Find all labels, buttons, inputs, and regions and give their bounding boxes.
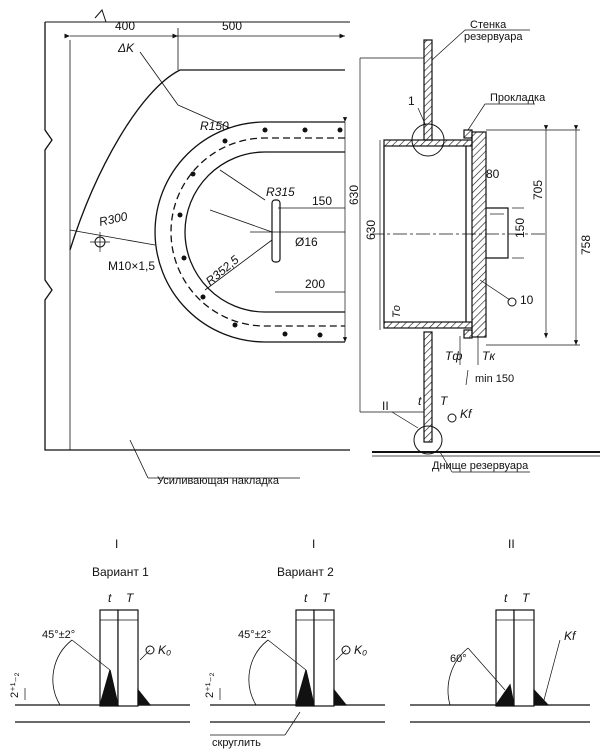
detail-t: t (304, 591, 308, 605)
detail-gap: 2⁺¹₋₂ (204, 672, 216, 698)
t-o-label: Tо (391, 305, 403, 318)
detail-i-variant-2: I Вариант 2 45°±2° 2⁺¹₋₂ t T (204, 537, 385, 749)
diam-16-label: Ø16 (295, 235, 318, 249)
tank-wall-line2: резервуара (464, 31, 523, 43)
t-small-label: t (418, 394, 422, 408)
dim-758: 758 (579, 235, 593, 255)
r150-label: R150 (200, 119, 229, 133)
detail-note: скруглить (212, 737, 261, 749)
dim-200-plan: 200 (305, 277, 325, 291)
plan-view (44, 9, 350, 479)
detail-weld: K₀ (354, 643, 367, 657)
detail-weld: Kf (564, 629, 577, 643)
dim-630-section: 630 (364, 220, 378, 240)
dim-500: 500 (222, 19, 242, 33)
mark-2: II (382, 399, 389, 413)
gasket-label: Прокладка (490, 92, 546, 104)
detail-t: t (504, 591, 508, 605)
detail-roman: I (115, 537, 118, 551)
plate-curve (69, 69, 345, 251)
detail-angle: 45°±2° (42, 629, 75, 641)
tank-bottom-label: Днище резервуара (432, 460, 529, 472)
dim-705: 705 (531, 180, 545, 200)
r352-label: R352,5 (203, 252, 242, 288)
min150-label: min 150 (475, 373, 514, 385)
plan-labels: 400 500 ΔK R150 R300 M10×1,5 R315 150 Ø1… (98, 19, 361, 487)
detail-T: T (522, 591, 531, 605)
detail-caption: Вариант 2 (277, 565, 334, 579)
tank-wall-line1: Стенка (470, 19, 507, 31)
detail-roman: I (312, 537, 315, 551)
dim-150-plan: 150 (312, 194, 332, 208)
bolt-label: M10×1,5 (108, 259, 155, 273)
t-k-label: Tк (482, 349, 496, 363)
detail-caption: Вариант 1 (92, 565, 149, 579)
detail-T: T (322, 591, 331, 605)
detail-angle: 60° (450, 653, 467, 665)
dim-400: 400 (115, 19, 135, 33)
dim-630-plan: 630 (347, 185, 361, 205)
dim-80: 80 (486, 167, 500, 181)
detail-i-variant-1: I Вариант 1 45°±2° 2⁺¹₋₂ t T K₀ (9, 537, 190, 723)
t-f-label: Tф (445, 349, 462, 363)
delta-k-label: ΔK (117, 41, 135, 55)
delta-kf-label: Kf (460, 407, 473, 421)
detail-roman: II (508, 537, 515, 551)
section-view (359, 29, 600, 473)
plate-outline (44, 22, 350, 451)
r300-label: R300 (98, 209, 129, 229)
weld-10-label: 10 (520, 293, 534, 307)
t-big-label: T (440, 394, 449, 408)
mark-1: 1 (408, 94, 415, 108)
reinforcing-plate-label: Усиливающая накладка (157, 475, 280, 487)
detail-T: T (126, 591, 135, 605)
details: I Вариант 1 45°±2° 2⁺¹₋₂ t T K₀ (9, 537, 590, 749)
section-labels: Стенка резервуара Прокладка 1 630 80 705… (364, 19, 593, 472)
detail-t: t (108, 591, 112, 605)
detail-gap: 2⁺¹₋₂ (9, 672, 21, 698)
detail-weld: K₀ (158, 643, 171, 657)
detail-angle: 45°±2° (238, 629, 271, 641)
dim-150-section: 150 (513, 218, 527, 238)
detail-ii: II 60° t T Kf (410, 537, 590, 723)
r315-label: R315 (266, 185, 295, 199)
